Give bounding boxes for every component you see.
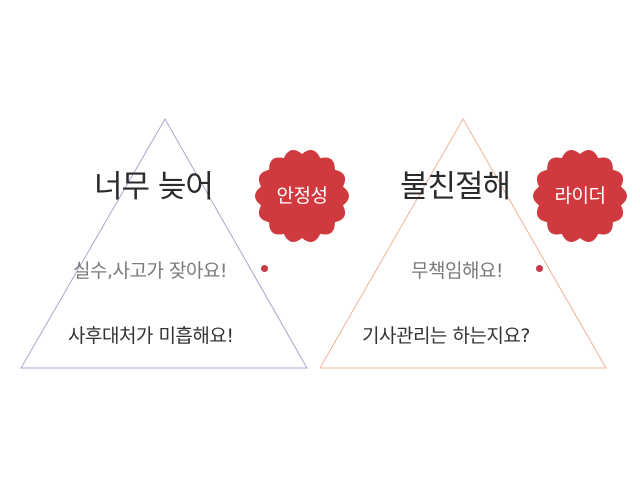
seal-badge-icon (533, 150, 627, 242)
right-title: 불친절해 (400, 169, 511, 205)
seal-badge-icon (255, 150, 349, 242)
left-panel: 너무 늦어 안정성 실수,사고가 잦아요! 사후대처가 미흡해요! (20, 117, 349, 369)
right-callout-dot (536, 265, 543, 272)
right-line-1: 무책임해요! (411, 260, 504, 282)
left-line-1: 실수,사고가 잦아요! (73, 260, 228, 282)
left-badge-label: 안정성 (276, 185, 328, 207)
left-line-2: 사후대처가 미흡해요! (68, 325, 234, 347)
left-triangle (20, 117, 308, 369)
left-seal-badge: 안정성 (254, 148, 350, 244)
left-title: 너무 늦어 (94, 169, 214, 205)
right-seal-badge: 라이더 (532, 148, 628, 244)
left-callout-dot (261, 265, 268, 272)
right-line-2: 기사관리는 하는지요? (362, 325, 530, 347)
right-badge-label: 라이더 (554, 185, 606, 207)
right-triangle (320, 117, 607, 369)
right-panel: 불친절해 라이더 무책임해요! 기사관리는 하는지요? (320, 0, 640, 500)
